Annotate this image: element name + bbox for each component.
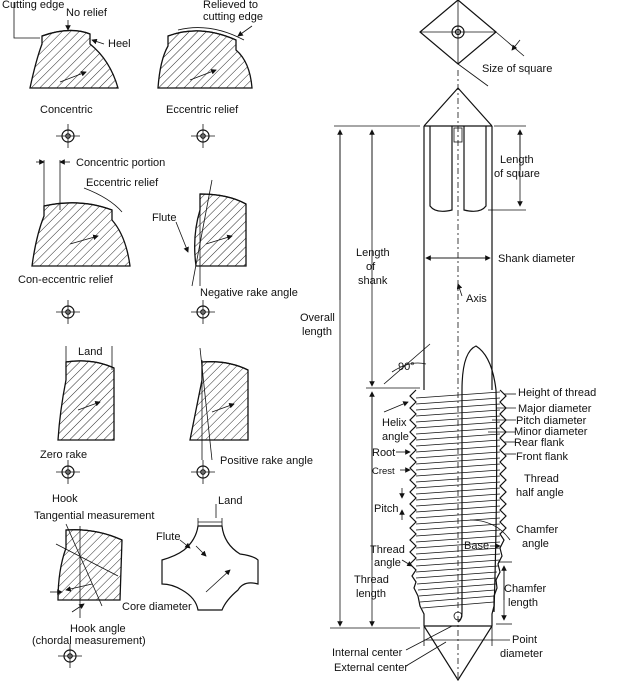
label-thread-angle-2: angle [374,557,401,569]
label-chordal-measurement: (chordal measurement) [32,635,146,647]
label-zero-rake: Zero rake [40,449,87,461]
label-cutting-edge-2: cutting edge [203,11,263,23]
label-tangential-measurement: Tangential measurement [34,510,154,522]
eccentric-relief-tooth [157,25,253,148]
label-con-eccentric-relief: Con-eccentric relief [18,274,114,286]
con-eccentric-tooth [31,159,131,324]
label-hook-angle: Hook angle [70,623,126,635]
label-point-diameter-2: diameter [500,648,543,660]
label-overall-length-1: Overall [300,312,335,324]
label-major-diameter: Major diameter [518,403,592,415]
label-thread-half-angle-2: half angle [516,487,564,499]
label-pitch-diameter: Pitch diameter [516,415,587,427]
label-land-2: Land [218,495,242,507]
label-chamfer-angle-1: Chamfer [516,524,559,536]
label-overall-length-2: length [302,326,332,338]
hook-measurement-tooth [50,523,123,668]
label-size-of-square: Size of square [482,63,552,75]
label-cutting-edge: Cutting edge [2,0,64,11]
label-flute-2: Flute [156,531,180,543]
label-length-of-shank-2: of [366,261,376,273]
label-chamfer-length-2: length [508,597,538,609]
label-heel: Heel [108,38,131,50]
negative-rake-tooth [175,179,247,324]
label-pitch: Pitch [374,503,398,515]
zero-rake-tooth [56,346,115,484]
label-helix-angle-2: angle [382,431,409,443]
label-positive-rake-angle: Positive rake angle [220,455,313,467]
label-length-of-shank-3: shank [358,275,388,287]
label-root: Root [372,447,395,459]
label-concentric: Concentric [40,104,93,116]
label-chamfer-angle-2: angle [522,538,549,550]
tap-body [409,87,507,682]
label-negative-rake-angle: Negative rake angle [200,287,298,299]
label-core-diameter: Core diameter [122,601,192,613]
label-length-of-square-2: of square [494,168,540,180]
label-hook: Hook [52,493,78,505]
label-rear-flank: Rear flank [514,437,565,449]
label-no-relief: No relief [66,7,108,19]
label-shank-diameter: Shank diameter [498,253,575,265]
label-relieved-to: Relieved to [203,0,258,11]
label-minor-diameter: Minor diameter [514,426,588,438]
label-front-flank: Front flank [516,451,568,463]
tap-cross-section [161,504,259,611]
square-end-view [419,0,525,87]
label-point-diameter-1: Point [512,634,537,646]
tap-dimension-lines [330,125,526,667]
label-external-center: External center [334,662,408,674]
label-concentric-portion: Concentric portion [76,157,165,169]
label-length-of-shank-1: Length [356,247,390,259]
label-crest: Crest [372,466,395,477]
label-ninety: 90° [398,361,415,373]
label-flute: Flute [152,212,176,224]
label-length-of-square-1: Length [500,154,534,166]
label-eccentric-relief: Eccentric relief [86,177,159,189]
concentric-tooth [13,2,119,148]
label-height-of-thread: Height of thread [518,387,596,399]
label-eccentric-relief-title: Eccentric relief [166,104,239,116]
label-helix-angle-1: Helix [382,417,407,429]
label-base: Base [464,540,489,552]
label-internal-center: Internal center [332,647,403,659]
label-land: Land [78,346,102,358]
label-thread-half-angle-1: Thread [524,473,559,485]
label-thread-angle-1: Thread [370,544,405,556]
label-chamfer-length-1: Chamfer [504,583,547,595]
label-thread-length-1: Thread [354,574,389,586]
positive-rake-tooth [189,347,249,484]
label-thread-length-2: length [356,588,386,600]
label-axis: Axis [466,293,487,305]
